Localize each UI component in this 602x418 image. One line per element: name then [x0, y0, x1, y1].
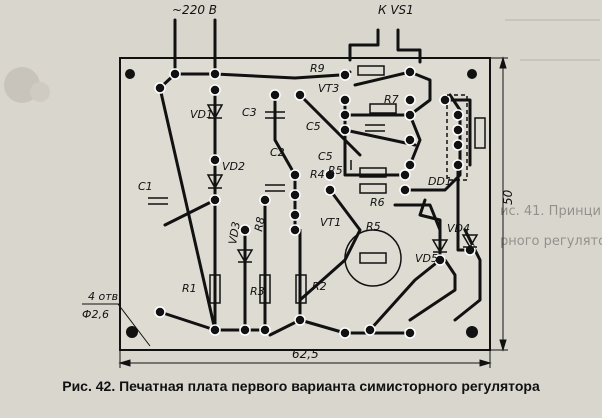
figure-caption: Рис. 42. Печатная плата первого варианта…	[62, 378, 540, 394]
label-vt1: VT1	[320, 216, 341, 229]
label-vd4: VD4	[447, 222, 470, 235]
label-c2: C2	[270, 146, 285, 159]
pads	[154, 66, 476, 339]
label-r5: R5	[328, 164, 343, 177]
hole-count: 4 отв.	[88, 290, 122, 303]
label-r4: R4	[310, 168, 325, 181]
component-labels: R9 VT3 R7 C3 C5 VD1 C2 C5 R4 R5 DD1 C1 V…	[138, 62, 470, 298]
label-c5-1: C5	[306, 120, 321, 133]
label-c3: C3	[242, 106, 257, 119]
label-vt3: VT3	[318, 82, 339, 95]
label-r2: R2	[312, 280, 327, 293]
label-r7: R7	[384, 93, 399, 106]
label-r5-pot: R5	[366, 220, 381, 233]
bg-text-1: ис. 41. Принципиальная схема п	[500, 204, 602, 219]
dim-width: 62,5	[292, 347, 319, 361]
label-c1: C1	[138, 180, 153, 193]
label-vd2: VD2	[222, 160, 245, 173]
dim-height: 50	[501, 189, 515, 205]
label-vd1: VD1	[190, 108, 213, 121]
label-c5-2: C5	[318, 150, 333, 163]
component-symbols	[148, 65, 486, 304]
ext-label: К VS1	[378, 3, 414, 17]
mounting-holes	[125, 69, 478, 338]
label-vd3: VD3	[226, 221, 243, 246]
label-r6: R6	[370, 196, 385, 209]
hole-note: 4 отв. Ф2,6	[82, 290, 151, 347]
label-r9: R9	[310, 62, 325, 75]
bg-text-2: рного регулятора	[500, 234, 602, 249]
dimension-lines	[118, 56, 508, 368]
label-r1: R1	[182, 282, 197, 295]
label-r3: R3	[250, 285, 265, 298]
label-vd5: VD5	[415, 252, 438, 265]
hole-diam: Ф2,6	[82, 308, 109, 321]
power-label: ~220 В	[172, 3, 217, 17]
background-scan: ис. 41. Принципиальная схема п рного рег…	[4, 19, 602, 249]
label-dd1: DD1	[428, 175, 452, 188]
label-r8: R8	[252, 216, 267, 233]
